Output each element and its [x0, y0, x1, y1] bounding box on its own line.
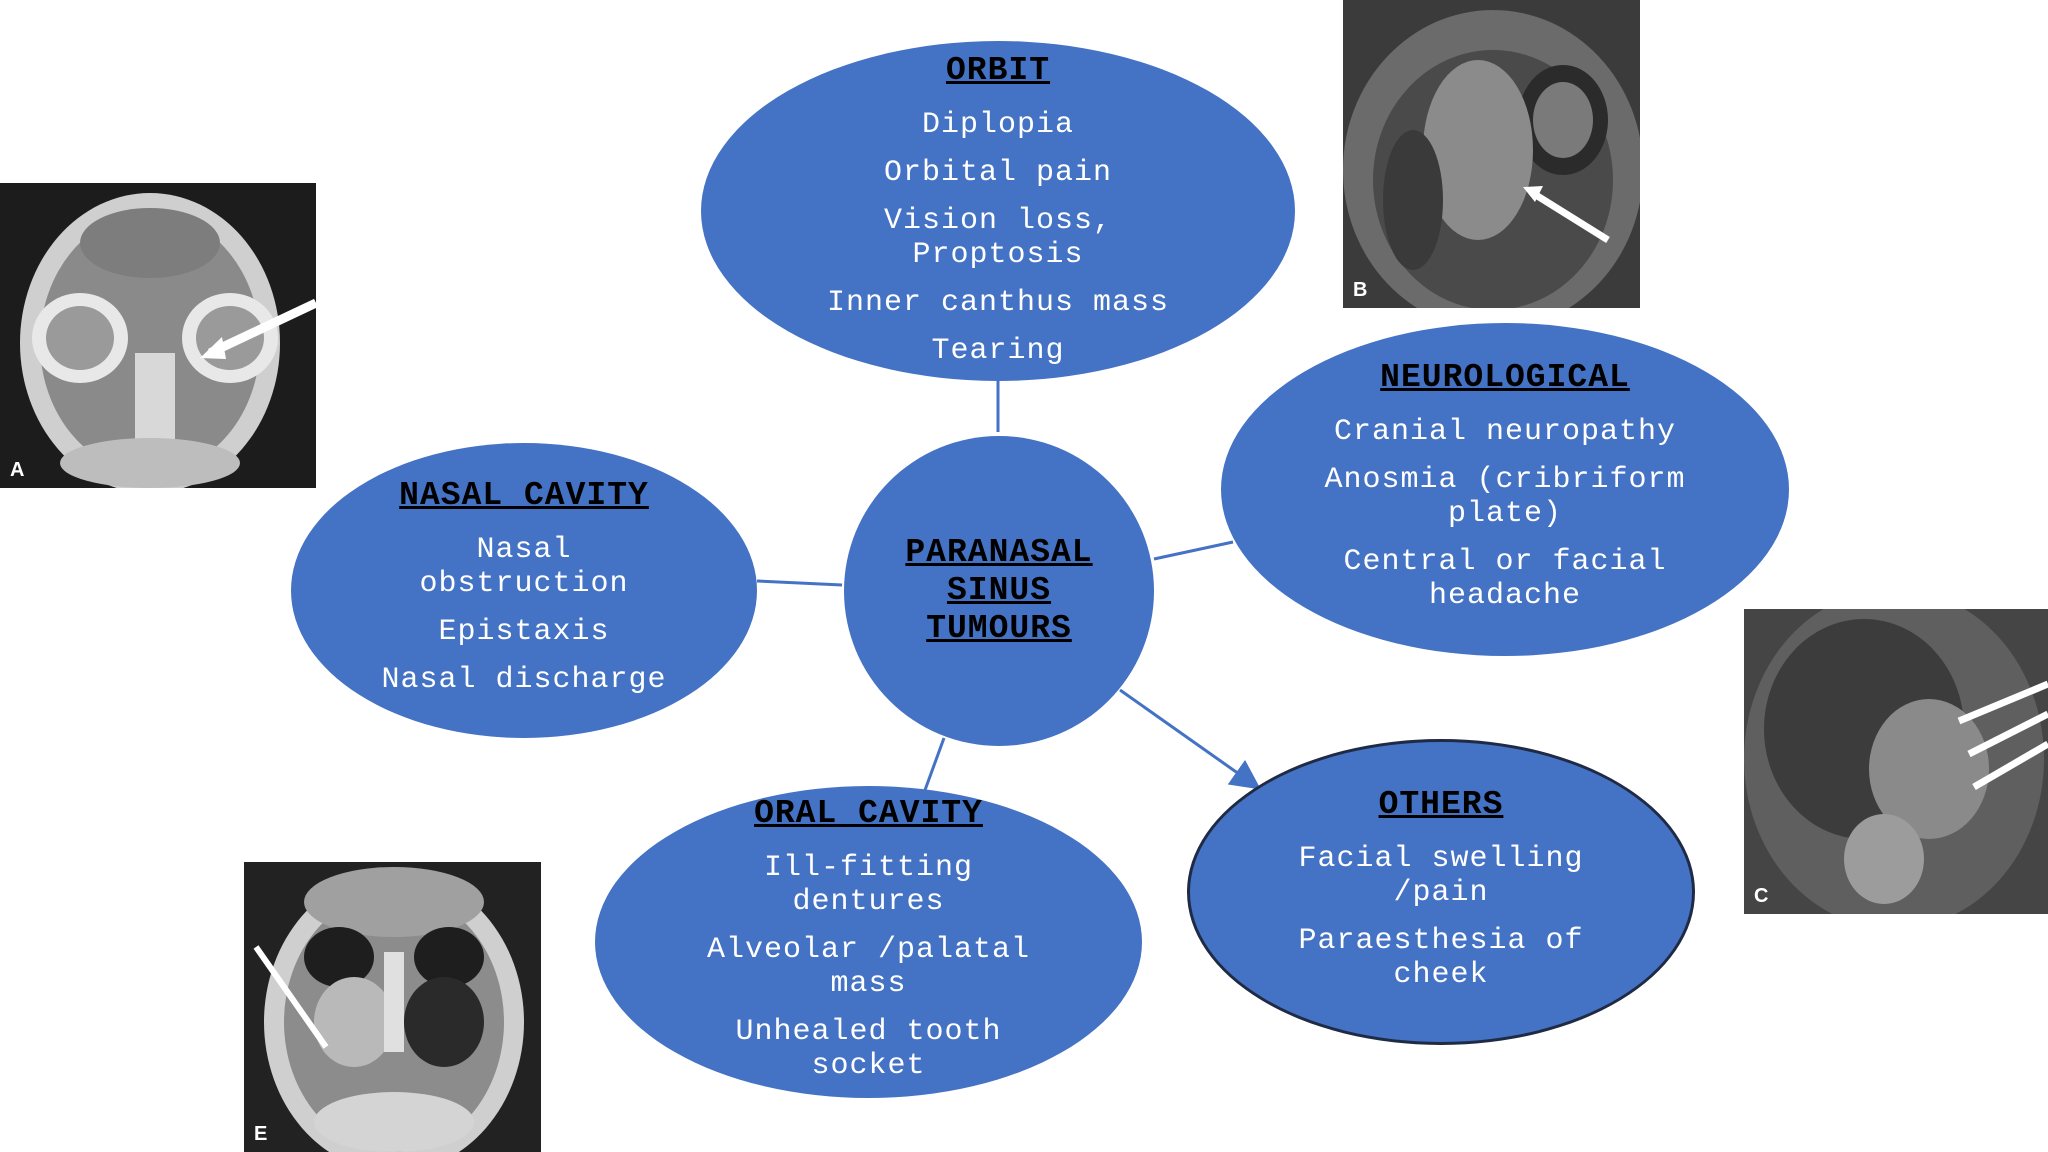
image-label-e: E: [254, 1123, 268, 1145]
node-others-title: OTHERS: [1378, 785, 1504, 823]
symptom-item: Nasal obstruction: [419, 533, 629, 601]
symptom-item: Vision loss, Proptosis: [883, 203, 1113, 272]
node-orbit: ORBIT Diplopia Orbital pain Vision loss,…: [701, 41, 1295, 381]
symptom-item: Facial swelling /pain: [1298, 841, 1584, 910]
mri-scan-image-c: C: [1744, 609, 2048, 914]
node-orbit-title: ORBIT: [945, 51, 1051, 89]
image-label-a: A: [10, 459, 25, 481]
symptom-item: Diplopia: [921, 107, 1075, 142]
symptom-item: Central or facial headache: [1343, 545, 1667, 613]
mri-scan-image-b: B: [1343, 0, 1640, 308]
node-others: OTHERS Facial swelling /pain Paraesthesi…: [1187, 739, 1695, 1045]
image-label-b: B: [1353, 279, 1368, 301]
node-oral-cavity: ORAL CAVITY Ill-fitting dentures Alveola…: [595, 786, 1142, 1098]
image-label-c: C: [1754, 885, 1769, 907]
center-node-title: PARANASAL SINUS TUMOURS: [905, 534, 1093, 647]
symptom-item: Inner canthus mass: [826, 285, 1170, 320]
symptom-item: Cranial neuropathy: [1333, 415, 1677, 449]
node-neurological-title: NEUROLOGICAL: [1380, 359, 1630, 396]
connector-nasal: [756, 579, 843, 587]
symptom-item: Nasal discharge: [381, 663, 667, 697]
symptom-item: Tearing: [931, 333, 1065, 368]
symptom-item: Paraesthesia of cheek: [1298, 923, 1584, 992]
node-nasal-cavity: NASAL CAVITY Nasal obstruction Epistaxis…: [291, 443, 757, 738]
ct-scan-image-e: E: [244, 862, 541, 1152]
symptom-item: Ill-fitting dentures: [763, 850, 974, 919]
node-nasal-cavity-title: NASAL CAVITY: [399, 477, 649, 514]
connector-neuro: [1153, 540, 1234, 561]
symptom-item: Orbital pain: [883, 155, 1113, 190]
connector-others: [1119, 688, 1261, 790]
symptom-item: Unhealed tooth socket: [735, 1014, 1002, 1083]
center-node: PARANASAL SINUS TUMOURS: [844, 436, 1154, 746]
ct-scan-image-a: A: [0, 183, 316, 488]
symptom-item: Epistaxis: [438, 615, 610, 649]
node-neurological: NEUROLOGICAL Cranial neuropathy Anosmia …: [1221, 323, 1789, 656]
symptom-item: Alveolar /palatal mass: [706, 932, 1031, 1001]
node-oral-cavity-title: ORAL CAVITY: [754, 794, 983, 832]
symptom-item: Anosmia (cribriform plate): [1324, 463, 1686, 531]
